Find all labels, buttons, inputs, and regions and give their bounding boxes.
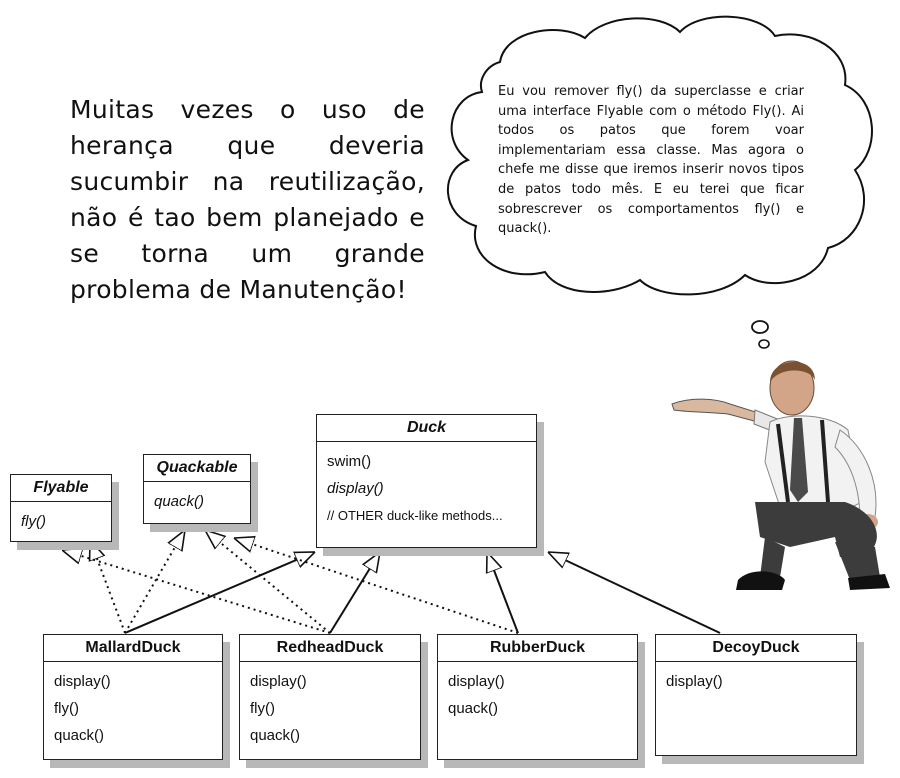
realize-rubber-quackable (234, 538, 519, 634)
method: quack() (250, 727, 301, 744)
class-name: Duck (317, 415, 536, 442)
class-mallard-duck: MallardDuck display() fly() quack() (43, 634, 223, 760)
method: display() (448, 673, 505, 690)
method: display() (666, 673, 723, 690)
method: // OTHER duck-like methods... (327, 508, 503, 523)
class-quackable: Quackable quack() (143, 454, 251, 524)
inherit-redhead-duck (329, 552, 380, 634)
intro-text: Muitas vezes o uso de herança que deveri… (70, 95, 425, 304)
inherit-rubber-duck (487, 552, 519, 634)
inherit-mallard-duck (124, 551, 315, 634)
method: quack() (54, 727, 105, 744)
class-redhead-duck: RedheadDuck display() fly() quack() (239, 634, 421, 760)
method: quack() (448, 700, 499, 717)
class-flyable: Flyable fly() (10, 474, 112, 542)
method: fly() (21, 513, 46, 530)
interface-name: Flyable (11, 475, 111, 502)
realize-mallard-flyable (90, 540, 126, 634)
interface-name: Quackable (144, 455, 250, 482)
class-name: DecoyDuck (656, 635, 856, 662)
thought-text: Eu vou remover fly() da superclasse e cr… (498, 84, 804, 237)
realize-mallard-quackable (124, 530, 185, 634)
thought-bubble-dot (758, 339, 770, 349)
class-duck: Duck swim() display() // OTHER duck-like… (316, 414, 537, 548)
method: fly() (250, 700, 275, 717)
method: quack() (154, 493, 205, 510)
class-name: MallardDuck (44, 635, 222, 662)
class-decoy-duck: DecoyDuck display() (655, 634, 857, 756)
inherit-decoy-duck (548, 552, 721, 634)
class-name: RubberDuck (438, 635, 637, 662)
thought-bubble-dot (751, 320, 769, 334)
method: swim() (327, 453, 372, 470)
class-name: RedheadDuck (240, 635, 420, 662)
method: display() (327, 480, 384, 497)
thought-cloud (446, 15, 873, 349)
method: display() (250, 673, 307, 690)
class-rubber-duck: RubberDuck display() quack() (437, 634, 638, 760)
method: display() (54, 673, 111, 690)
realize-redhead-quackable (205, 530, 331, 634)
method: fly() (54, 700, 79, 717)
crouching-man-illustration (671, 360, 890, 590)
